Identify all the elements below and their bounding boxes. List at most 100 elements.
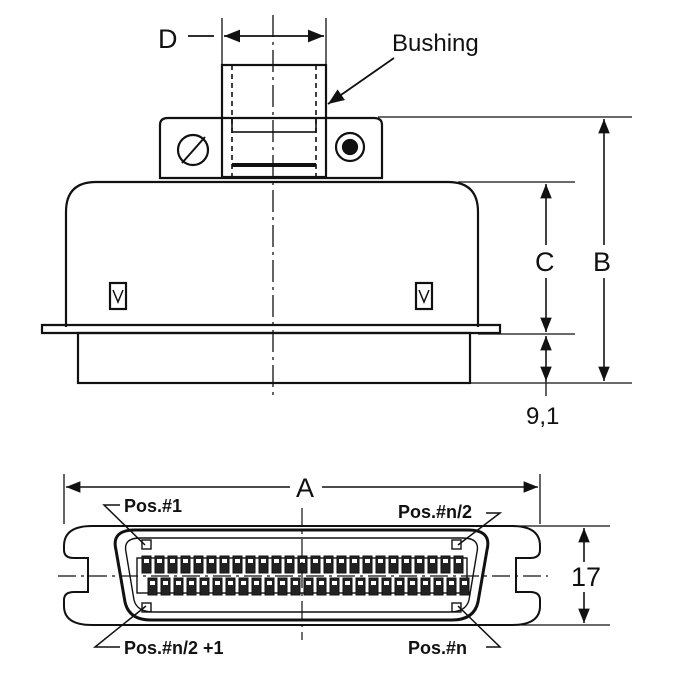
contact-pin-highlight: [391, 559, 396, 563]
contact-pin: [323, 555, 334, 574]
contact-pin: [173, 577, 184, 596]
flange: [40, 323, 502, 335]
contact-pin-highlight: [345, 581, 350, 585]
contact-pin: [141, 555, 152, 574]
contact-pin: [407, 577, 418, 596]
contact-pin-highlight: [267, 581, 272, 585]
contact-pin: [420, 577, 431, 596]
contact-pin-highlight: [150, 581, 155, 585]
contact-pin-highlight: [235, 559, 240, 563]
contact-pin: [316, 577, 327, 596]
screw-head-right: [334, 131, 366, 163]
contact-pin: [303, 577, 314, 596]
bushing: [220, 63, 328, 179]
leader-pos-n2: [457, 512, 503, 546]
contact-pin: [147, 577, 158, 596]
contact-pin-highlight: [404, 559, 409, 563]
dimension-c-b: [378, 116, 632, 396]
mounting-bracket: [158, 116, 384, 180]
contact-pin-highlight: [332, 581, 337, 585]
contact-pin: [401, 555, 412, 574]
label-d: D: [158, 24, 178, 54]
contact-pin-highlight: [196, 559, 201, 563]
contact-pin-highlight: [163, 581, 168, 585]
side-view: [40, 15, 502, 400]
contact-pin: [427, 555, 438, 574]
dimension-a: [63, 474, 541, 524]
contact-pin-highlight: [144, 559, 149, 563]
contact-pin-highlight: [183, 559, 188, 563]
contact-pin: [459, 577, 470, 596]
leader-pos-n: [457, 605, 502, 648]
contact-pin: [349, 555, 360, 574]
contact-pin: [271, 555, 282, 574]
contact-pin-highlight: [248, 559, 253, 563]
contact-pin: [394, 577, 405, 596]
contact-pin: [284, 555, 295, 574]
contact-pin: [154, 555, 165, 574]
contact-pin: [277, 577, 288, 596]
contact-pin: [381, 577, 392, 596]
latch-left: [108, 281, 128, 311]
label-c: C: [535, 247, 555, 277]
contact-pin: [310, 555, 321, 574]
label-pos-n2-plus-1: Pos.#n/2 +1: [124, 638, 224, 658]
contact-pin: [362, 555, 373, 574]
contact-pin: [212, 577, 223, 596]
contact-pin: [433, 577, 444, 596]
contact-pin-highlight: [202, 581, 207, 585]
label-b: B: [593, 247, 611, 277]
contact-pin: [238, 577, 249, 596]
contact-pin-highlight: [157, 559, 162, 563]
contact-pin: [336, 555, 347, 574]
d-shell: [113, 528, 490, 622]
contact-pin-highlight: [443, 559, 448, 563]
contact-pin: [186, 577, 197, 596]
contact-pin-highlight: [209, 559, 214, 563]
contact-pin-highlight: [306, 581, 311, 585]
contact-pin: [206, 555, 217, 574]
contact-pin: [388, 555, 399, 574]
contact-pin: [446, 577, 457, 596]
bushing-leader: [327, 57, 395, 105]
leader-pos-n2-plus-1: [92, 605, 147, 648]
contact-pin-highlight: [189, 581, 194, 585]
contact-pin: [232, 555, 243, 574]
label-offset: 9,1: [526, 403, 559, 430]
label-height: 17: [571, 562, 601, 592]
contact-pin-highlight: [358, 581, 363, 585]
contact-pin-highlight: [410, 581, 415, 585]
label-pos-n2: Pos.#n/2: [398, 502, 472, 522]
plug-body: [76, 331, 472, 385]
contact-pin-highlight: [436, 581, 441, 585]
contact-pin-highlight: [423, 581, 428, 585]
label-pos-1: Pos.#1: [124, 496, 182, 516]
contact-pin-highlight: [365, 559, 370, 563]
contact-pin: [245, 555, 256, 574]
contact-pin: [453, 555, 464, 574]
leader-pos-1: [102, 504, 146, 546]
screw-head-left: [176, 133, 210, 167]
contact-rows: [141, 555, 470, 596]
contact-pin-highlight: [326, 559, 331, 563]
contact-pin-highlight: [339, 559, 344, 563]
contact-pin-highlight: [287, 559, 292, 563]
dimension-d: [188, 18, 327, 65]
contact-pin: [375, 555, 386, 574]
contact-pin-highlight: [222, 559, 227, 563]
contact-pin: [290, 577, 301, 596]
contact-pin: [329, 577, 340, 596]
contact-pin-highlight: [261, 559, 266, 563]
label-a: A: [296, 473, 314, 503]
connector-hood: [64, 180, 480, 327]
contact-pin: [264, 577, 275, 596]
contact-pin-highlight: [397, 581, 402, 585]
contact-pin-highlight: [371, 581, 376, 585]
contact-pin-highlight: [228, 581, 233, 585]
contact-pin-highlight: [241, 581, 246, 585]
latch-right: [414, 281, 434, 311]
contact-pin: [414, 555, 425, 574]
contact-pin-highlight: [280, 581, 285, 585]
contact-pin: [440, 555, 451, 574]
